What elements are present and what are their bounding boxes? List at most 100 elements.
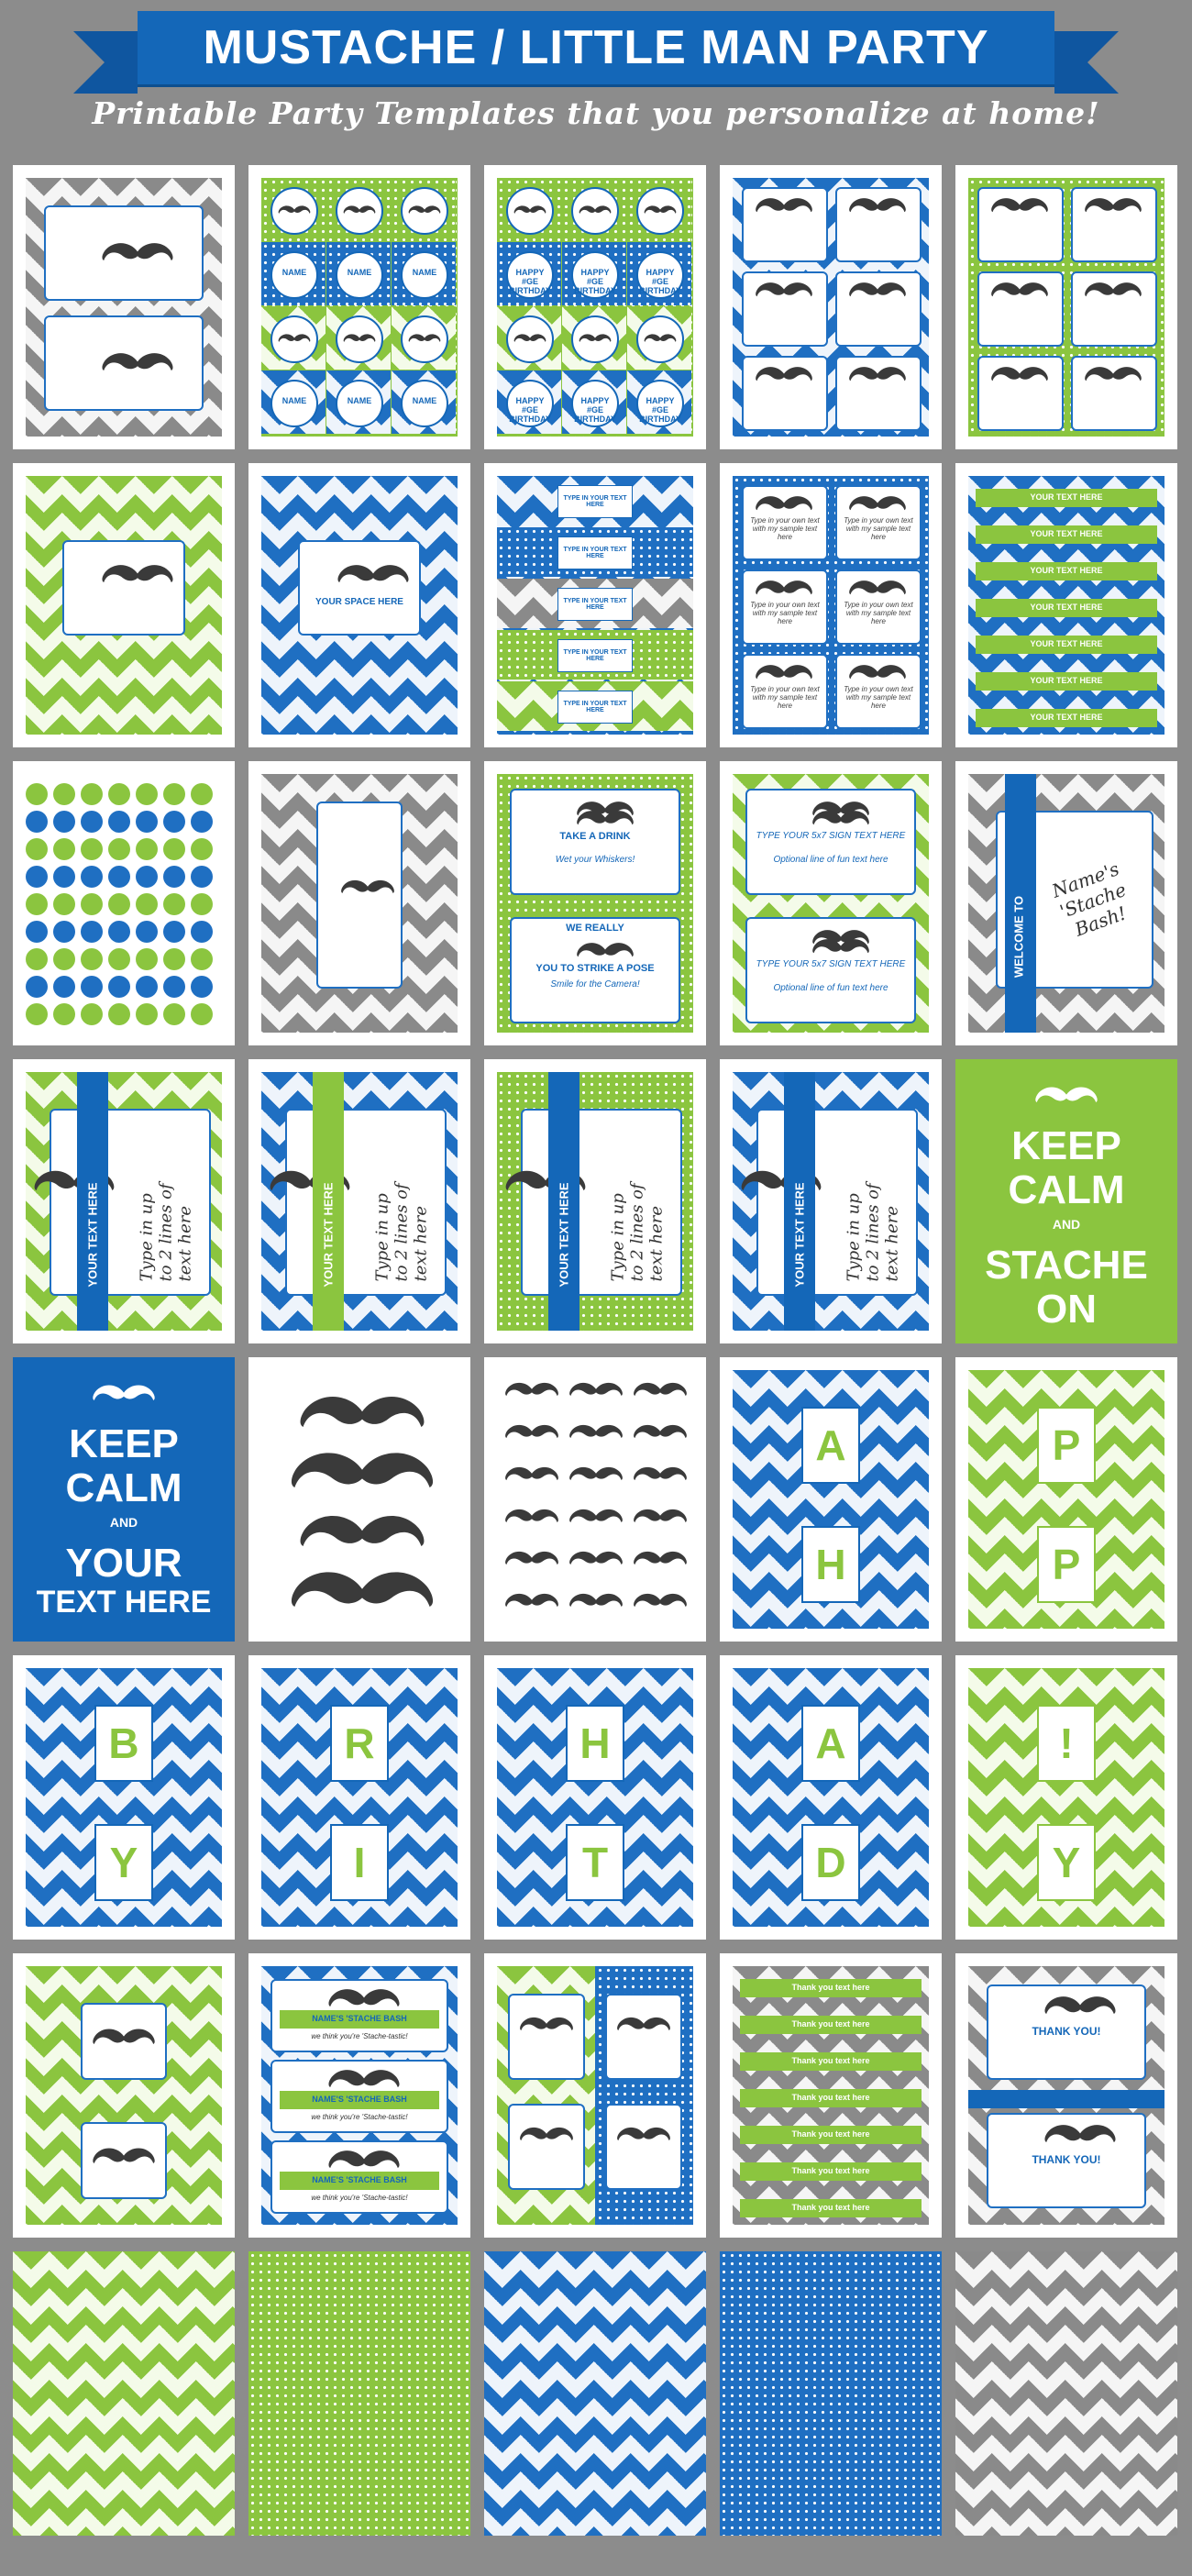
mustache-icon <box>513 205 546 214</box>
tag-circle <box>636 187 684 235</box>
template-thumbnail[interactable] <box>955 2251 1177 2536</box>
template-thumbnail[interactable] <box>13 1953 235 2238</box>
mustache-icon <box>617 2017 670 2030</box>
banner-letter: H <box>566 1705 624 1782</box>
tag-text: HAPPY #GE BIRTHDAY <box>509 268 551 295</box>
template-thumbnail[interactable] <box>248 2251 470 2536</box>
mustache-prop-icon <box>291 1572 434 1607</box>
template-thumbnail[interactable]: YOUR SPACE HERE <box>248 463 470 747</box>
mustache-icon <box>756 198 812 213</box>
mustache-icon <box>577 811 634 825</box>
label-text: Thank you text here <box>791 2203 870 2212</box>
keep-calm-line: KEEP <box>1011 1123 1121 1168</box>
mustache-mini-icon <box>569 1424 623 1438</box>
sticker-circle <box>191 811 213 833</box>
poster-ribbon-text: YOUR TEXT HERE <box>321 1182 336 1288</box>
template-thumbnail[interactable] <box>13 761 235 1045</box>
mustache-mini-icon <box>634 1424 687 1438</box>
sticker-circle <box>81 893 103 915</box>
template-thumbnail[interactable] <box>13 165 235 449</box>
stripe-label: TYPE IN YOUR TEXT HERE <box>557 536 633 569</box>
sticker-circle <box>26 976 48 998</box>
mustache-icon <box>991 282 1048 297</box>
sticker-circle <box>26 893 48 915</box>
banner-letter: R <box>330 1705 389 1782</box>
tag-cell <box>627 178 691 241</box>
mustache-mini-icon <box>505 1509 558 1522</box>
mustache-icon <box>756 665 812 680</box>
tag-cell <box>627 306 691 370</box>
mustache-icon <box>812 930 869 945</box>
template-thumbnail[interactable]: THANK YOU!THANK YOU! <box>955 1953 1177 2238</box>
tag-cell: HAPPY #GE BIRTHDAY <box>627 242 691 305</box>
template-thumbnail[interactable] <box>248 761 470 1045</box>
mustache-icon <box>577 802 634 816</box>
template-thumbnail[interactable] <box>484 1953 706 2238</box>
template-thumbnail[interactable]: Type in your own text with my sample tex… <box>720 463 942 747</box>
template-thumbnail[interactable] <box>248 1357 470 1642</box>
card-text: Type in your own text with my sample tex… <box>844 601 913 625</box>
sticker-circle <box>81 783 103 805</box>
template-thumbnail[interactable] <box>955 165 1177 449</box>
template-thumbnail[interactable] <box>720 2251 942 2536</box>
tag-circle: HAPPY #GE BIRTHDAY <box>571 380 619 427</box>
banner-letter: Y <box>94 1824 153 1901</box>
poster-text: Type in up to 2 lines of text here <box>608 1183 667 1282</box>
template-thumbnail[interactable]: Name's 'Stache Bash!WELCOME TO <box>955 761 1177 1045</box>
template-sheet: Name's 'Stache Bash!WELCOME TO <box>968 774 1164 1033</box>
poster-ribbon: YOUR TEXT HERE <box>313 1072 344 1331</box>
note-card <box>1071 187 1157 262</box>
template-thumbnail[interactable] <box>484 1357 706 1642</box>
keep-calm-line: KEEP <box>69 1421 179 1466</box>
mustache-mini-icon <box>505 1551 558 1564</box>
template-thumbnail[interactable]: !Y <box>955 1655 1177 1940</box>
mustache-icon <box>756 282 812 297</box>
thanks-card: THANK YOU! <box>987 2113 1146 2208</box>
mustache-mini-icon <box>634 1382 687 1396</box>
mustache-icon <box>577 943 634 957</box>
label-text: YOUR TEXT HERE <box>1030 713 1103 722</box>
tag-circle <box>506 187 554 235</box>
keep-calm-line: TEXT HERE <box>36 1585 212 1620</box>
sticker-circle <box>26 921 48 943</box>
label-strip: Thank you text here <box>740 2126 922 2144</box>
sticker-circle <box>191 783 213 805</box>
template-thumbnail[interactable]: HAPPY #GE BIRTHDAY HAPPY #GE BIRTHDAY HAPP… <box>484 165 706 449</box>
mustache-mini-icon <box>569 1466 623 1480</box>
sticker-circle <box>53 811 75 833</box>
mustache-icon <box>1085 198 1142 213</box>
banner-card <box>81 2003 167 2080</box>
template-thumbnail[interactable] <box>13 2251 235 2536</box>
sticker-circle <box>108 783 130 805</box>
banner-letter: P <box>1037 1526 1096 1603</box>
template-thumbnail[interactable] <box>484 2251 706 2536</box>
template-thumbnail[interactable] <box>720 165 942 449</box>
template-thumbnail[interactable] <box>13 463 235 747</box>
note-card: Type in your own text with my sample tex… <box>742 654 828 729</box>
tag-cell <box>392 306 456 370</box>
